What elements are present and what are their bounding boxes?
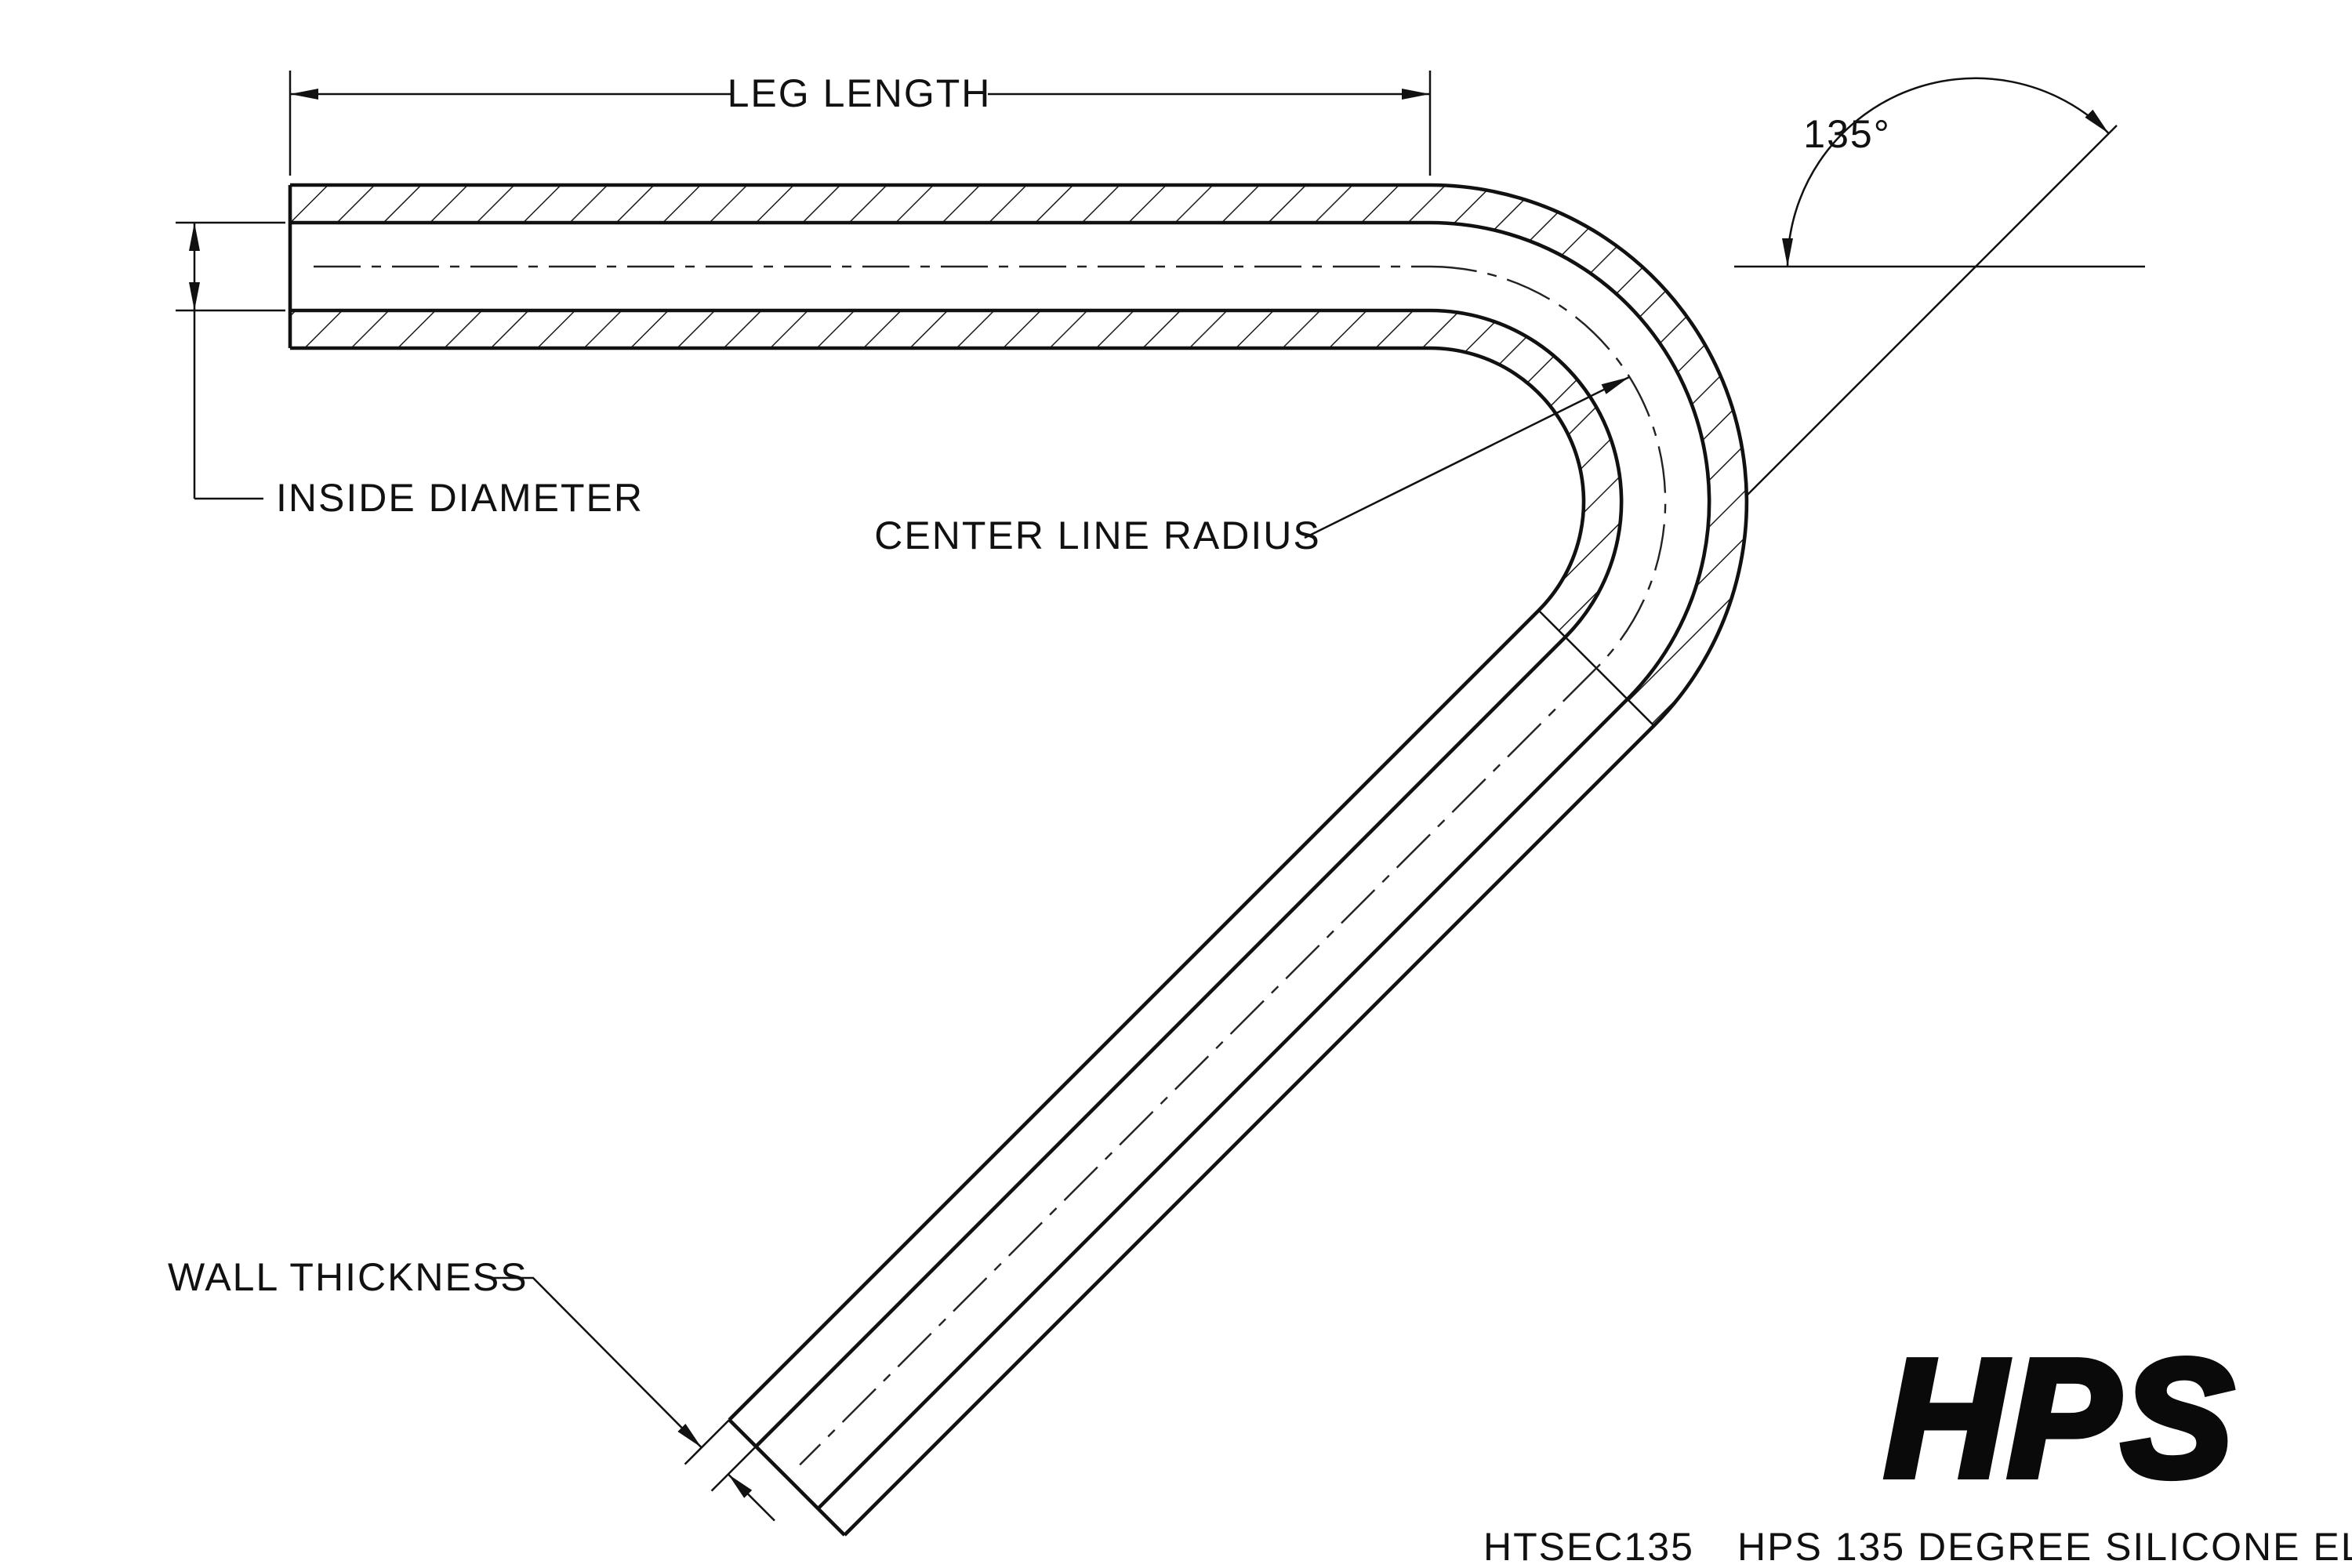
wt-tick-outer — [684, 1419, 731, 1465]
title-block: HPS HTSEC135 HPS 135 DEGREE SILICONE ELB… — [1483, 1321, 2352, 1568]
arrowhead-right-icon — [1402, 89, 1430, 100]
tube-inner-bottom-edge — [290, 308, 1624, 1448]
hatch-bend-outer-wall — [1430, 185, 1747, 726]
hatch-top-wall — [290, 185, 1430, 223]
part-number: HTSEC135 — [1483, 1525, 1694, 1568]
arrowhead-wt-inner-icon — [728, 1474, 753, 1498]
tube-outer-top-edge — [290, 183, 1749, 1537]
hatch-bend-inner-wall — [1430, 310, 1622, 637]
arrowhead-down-icon — [189, 282, 200, 310]
wall-thickness-label: WALL THICKNESS — [168, 1255, 528, 1299]
hps-logo: HPS — [1885, 1325, 2236, 1511]
arrowhead-arc-end-icon — [2085, 109, 2109, 134]
bend-angle-label: 135° — [1803, 112, 1890, 156]
annotation-bend-angle: 135° — [1734, 77, 2145, 496]
centerline-diagonal-leg — [799, 667, 1598, 1466]
leg-length-label: LEG LENGTH — [728, 71, 992, 115]
section-break-line — [1537, 609, 1655, 727]
tube-inner-top-edge — [290, 220, 1711, 1510]
annotation-center-line-radius: CENTER LINE RADIUS — [874, 376, 1630, 557]
arrowhead-clr-icon — [1601, 377, 1629, 394]
angle-arc — [1786, 77, 2110, 267]
tube-outer-bottom-edge — [290, 346, 1586, 1421]
arrowhead-up-icon — [189, 223, 200, 251]
clr-leader-line — [1304, 376, 1630, 539]
arrowhead-left-icon — [290, 89, 318, 100]
dimension-inside-diameter: INSIDE DIAMETER — [176, 221, 644, 520]
arrowhead-wt-outer-icon — [677, 1424, 702, 1448]
centerlines — [314, 265, 1667, 1466]
wt-leader-line — [489, 1276, 702, 1449]
tube-diagonal-end-face — [728, 1418, 846, 1537]
annotation-wall-thickness: WALL THICKNESS — [168, 1255, 775, 1522]
product-name: HPS 135 DEGREE SILICONE ELBOW — [1737, 1525, 2352, 1568]
section-hatching — [290, 185, 1747, 726]
angle-reference-diagonal — [1746, 125, 2118, 496]
dimension-leg-length: LEG LENGTH — [289, 71, 1432, 176]
centerline-bend-arc — [1429, 265, 1667, 670]
inside-diameter-label: INSIDE DIAMETER — [276, 476, 644, 520]
elbow-tube-outline — [288, 183, 1749, 1537]
arrowhead-arc-start-icon — [1782, 238, 1793, 267]
center-line-radius-label: CENTER LINE RADIUS — [874, 514, 1320, 557]
hatch-bottom-wall — [290, 310, 1430, 348]
wt-tick-inner — [710, 1446, 757, 1492]
